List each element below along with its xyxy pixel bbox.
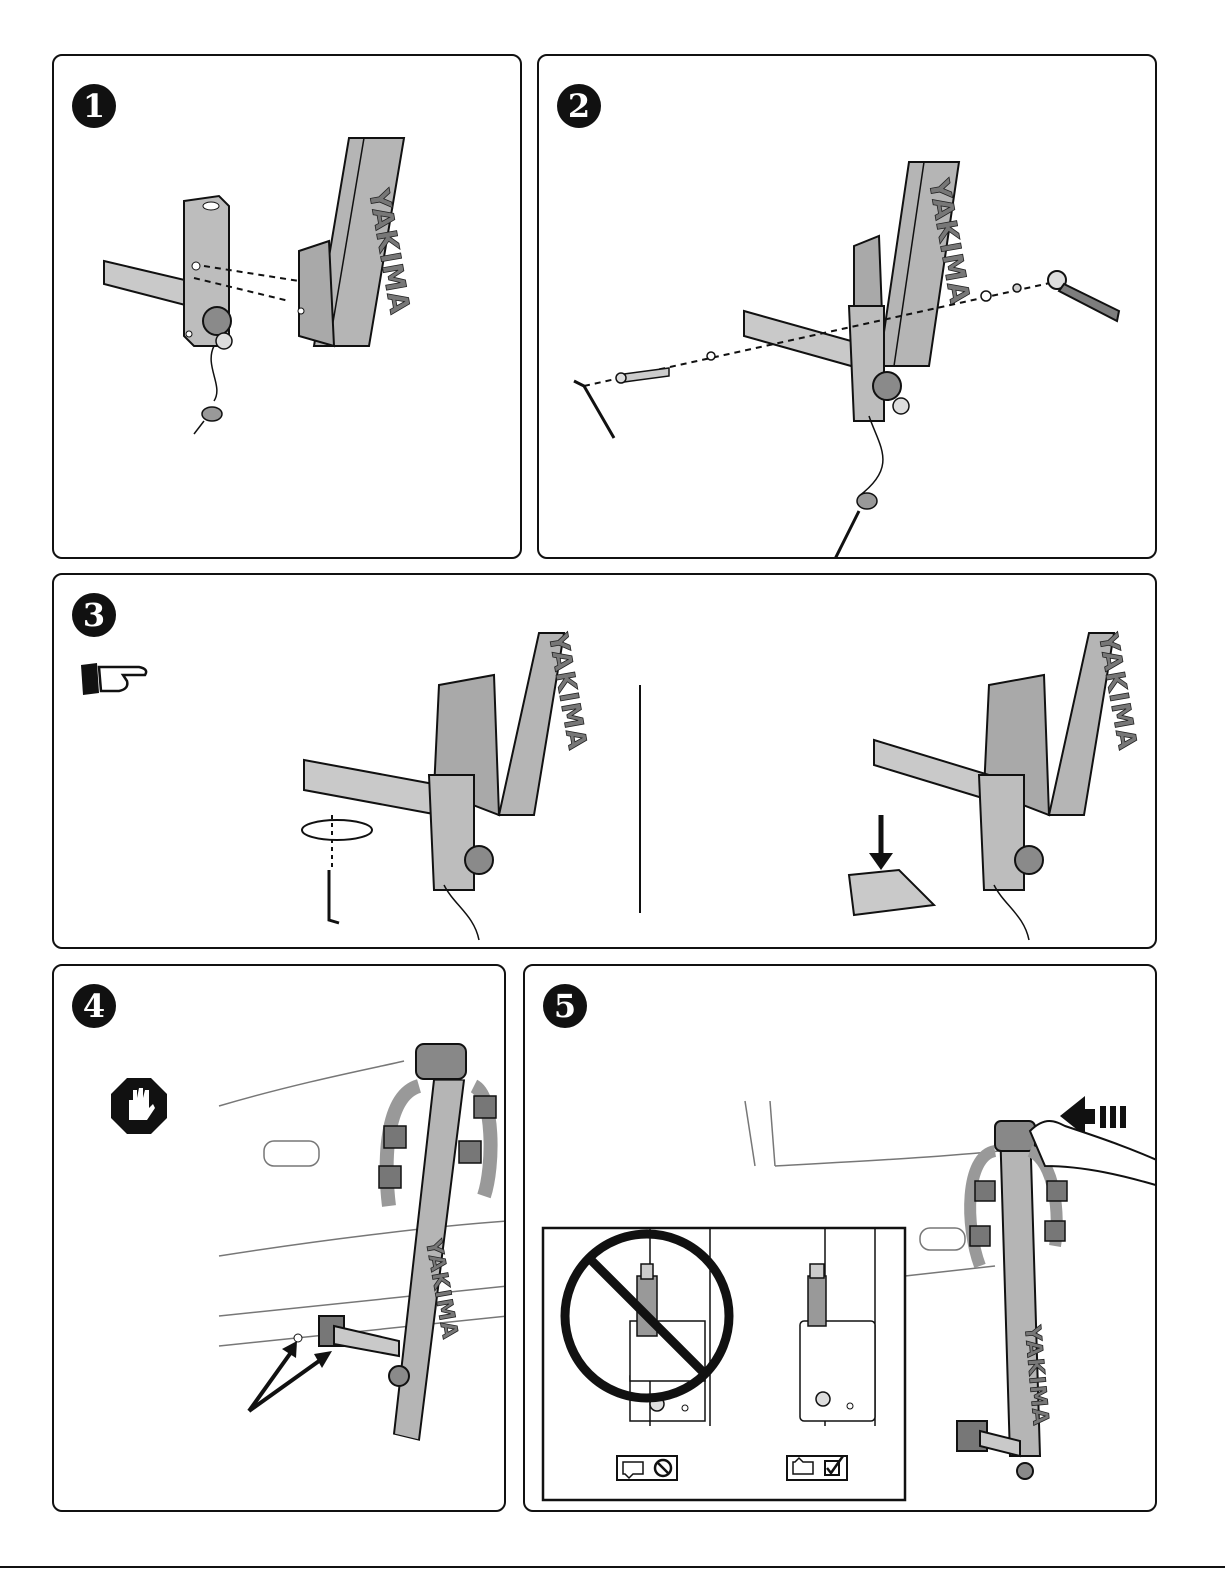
- thumbs-down-prohibited-icon: [617, 1456, 677, 1480]
- step-1-illustration: YAKIMA: [54, 56, 522, 559]
- step-3-panel: 3 YAKIMA YAKIMA: [52, 573, 1157, 949]
- step-3-divider: [639, 685, 641, 913]
- step-3-illustration-left: YAKIMA: [54, 575, 654, 949]
- step-5-illustration: YAKIMA: [525, 966, 1157, 1512]
- step-3-illustration-right: YAKIMA: [654, 575, 1157, 949]
- step-4-panel: 4 YAKIMA: [52, 964, 506, 1512]
- step-2-panel: 2 YAKIMA: [537, 54, 1157, 559]
- step-5-panel: 5 YAKIMA: [523, 964, 1157, 1512]
- page-bottom-rule: [0, 1566, 1225, 1568]
- step-4-illustration: YAKIMA: [54, 966, 506, 1512]
- step-1-panel: 1 YAKIMA: [52, 54, 522, 559]
- thumbs-up-checked-icon: [787, 1456, 847, 1480]
- step-2-illustration: YAKIMA: [539, 56, 1157, 559]
